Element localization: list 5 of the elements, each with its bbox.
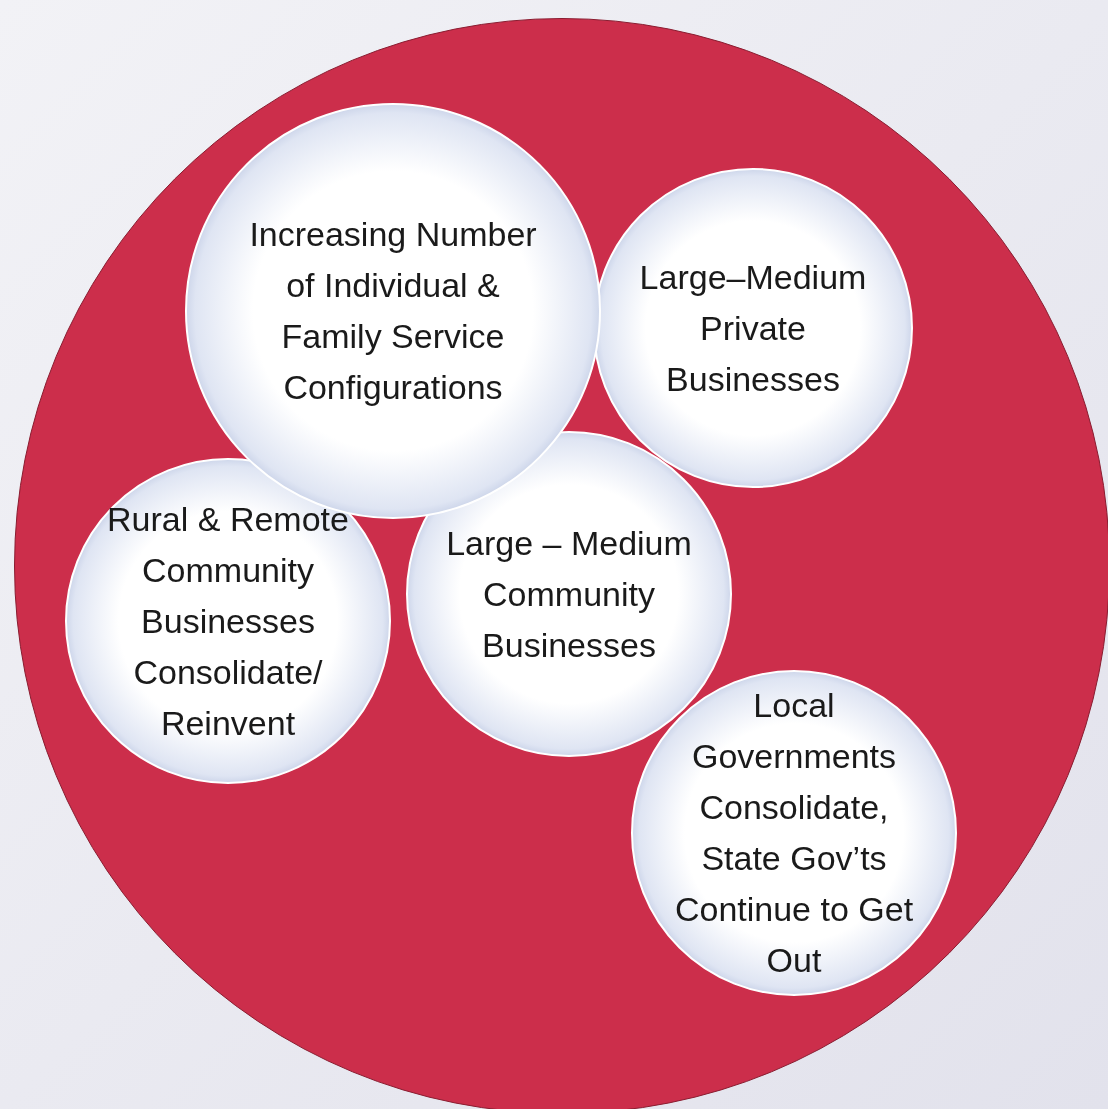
bubble-text: Increasing Number of Individual & Family Service Configurations	[248, 214, 538, 408]
bubble-text: Large–Medium Private Businesses	[638, 256, 868, 400]
bubble-text: Local Governments Consolidate, State Gov’ts Continue to Get Out	[673, 685, 915, 981]
bubble-text: Rural & Remote Community Businesses Consolidate/ Reinvent	[106, 498, 350, 744]
bubble-text: Large – Medium Community Businesses	[445, 522, 693, 666]
